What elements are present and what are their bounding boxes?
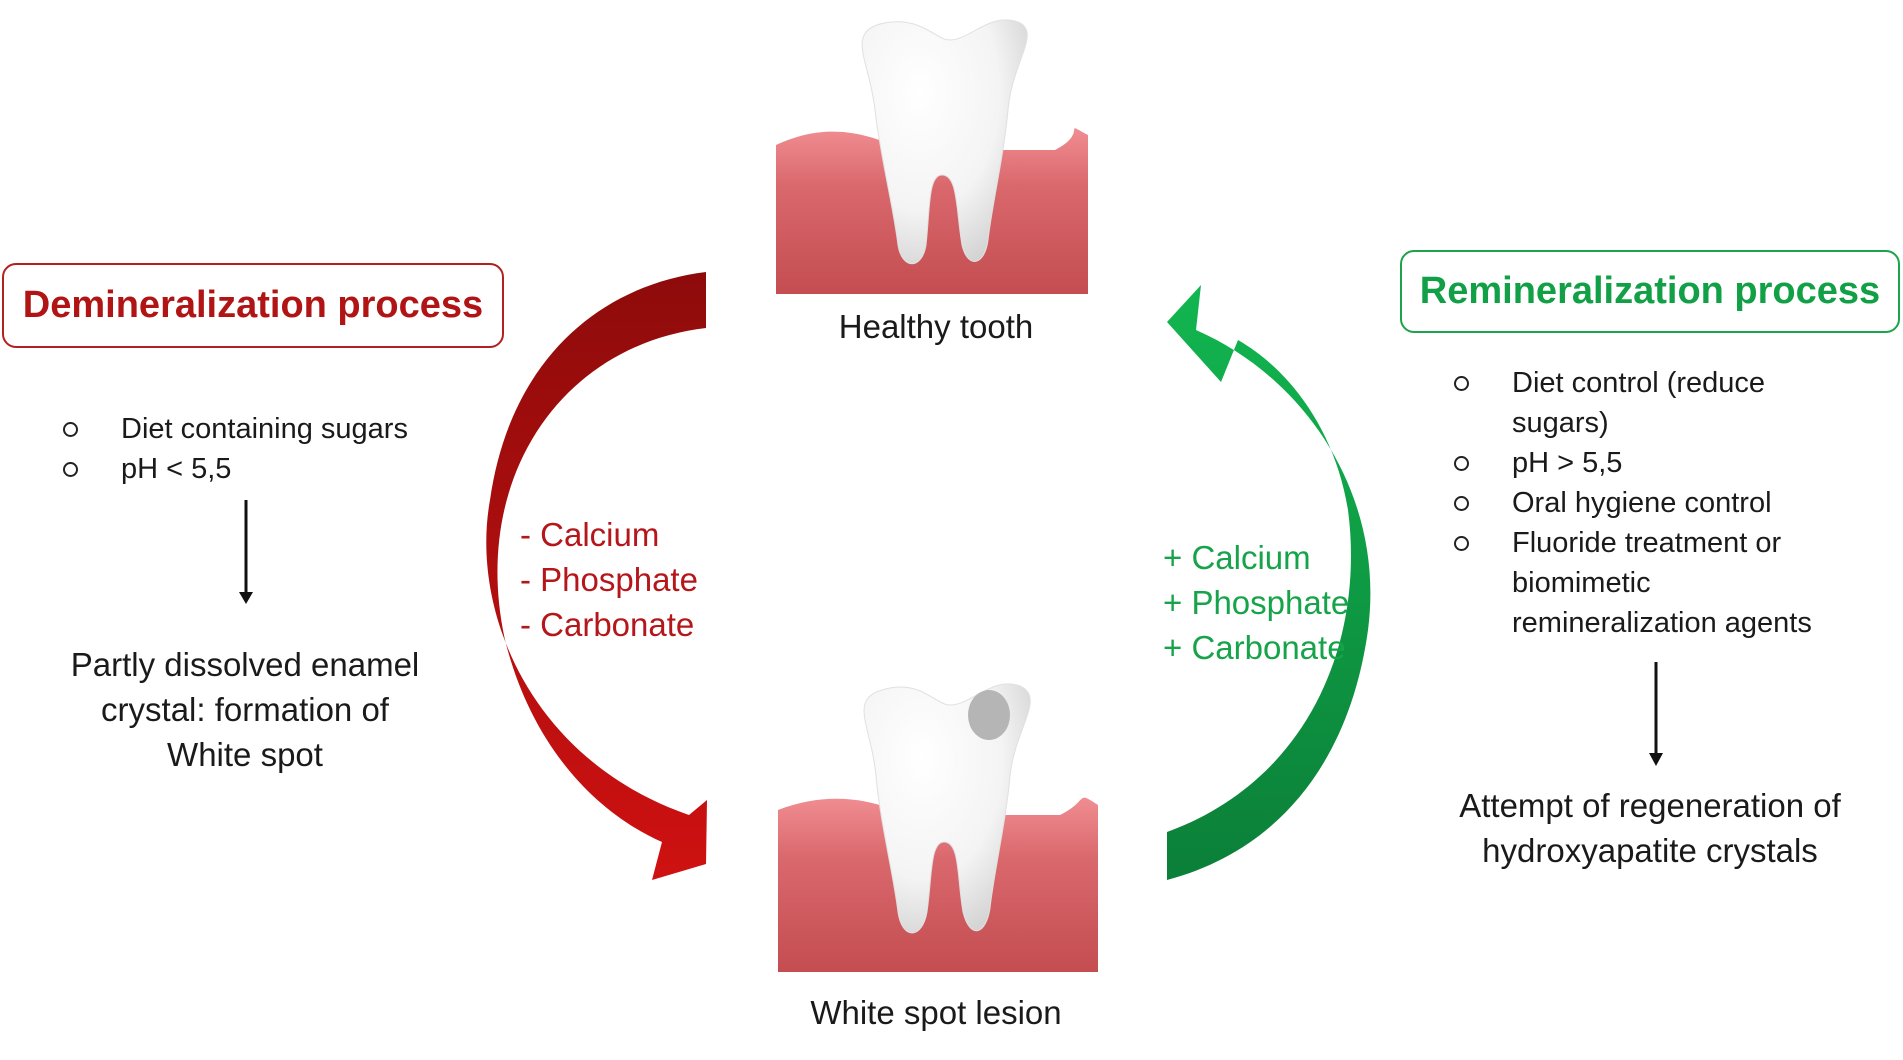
list-item: pH > 5,5 xyxy=(1454,443,1844,483)
list-item: Diet containing sugars xyxy=(63,409,483,449)
bullet-circle-icon xyxy=(1454,376,1469,391)
list-item: Oral hygiene control xyxy=(1454,483,1844,523)
remineralization-title: Remineralization process xyxy=(1419,270,1881,312)
remineralization-title-box: Remineralization process xyxy=(1400,250,1900,333)
white-spot-lesion-caption: White spot lesion xyxy=(810,994,1062,1031)
list-item: pH < 5,5 xyxy=(63,449,483,489)
bullet-circle-icon xyxy=(63,462,78,477)
demineralization-result: Partly dissolved enamel crystal: formati… xyxy=(70,646,420,773)
remin-down-arrow xyxy=(1649,662,1663,766)
healthy-tooth-caption: Healthy tooth xyxy=(838,308,1034,345)
mineral-gain-ions: + Calcium + Phosphate + Carbonate xyxy=(1163,539,1350,666)
remineralization-arrow xyxy=(1167,285,1371,880)
bullet-circle-icon xyxy=(1454,536,1469,551)
healthy-tooth xyxy=(861,19,1028,265)
bullet-circle-icon xyxy=(1454,456,1469,471)
demineralization-conditions: Diet containing sugars pH < 5,5 xyxy=(63,409,483,489)
lesion-tooth-illustration xyxy=(778,683,1098,972)
remineralization-result: Attempt of regeneration of hydroxyapatit… xyxy=(1459,787,1841,869)
demineralization-arrow xyxy=(486,272,707,880)
bullet-circle-icon xyxy=(1454,496,1469,511)
bullet-circle-icon xyxy=(63,422,78,437)
white-spot-mark xyxy=(968,690,1010,740)
remineralization-conditions: Diet control (reduce sugars) pH > 5,5 Or… xyxy=(1454,363,1844,643)
demin-down-arrow xyxy=(239,500,253,604)
lesion-gum xyxy=(778,797,1098,972)
lesion-tooth xyxy=(863,683,1031,934)
demineralization-title-box: Demineralization process xyxy=(2,263,504,348)
mineral-loss-ions: - Calcium - Phosphate - Carbonate xyxy=(520,516,698,643)
demineralization-title: Demineralization process xyxy=(22,284,484,326)
healthy-tooth-illustration xyxy=(776,19,1088,294)
list-item: Diet control (reduce sugars) xyxy=(1454,363,1844,443)
list-item: Fluoride treatment or biomimetic reminer… xyxy=(1454,523,1844,643)
healthy-gum xyxy=(776,128,1088,294)
